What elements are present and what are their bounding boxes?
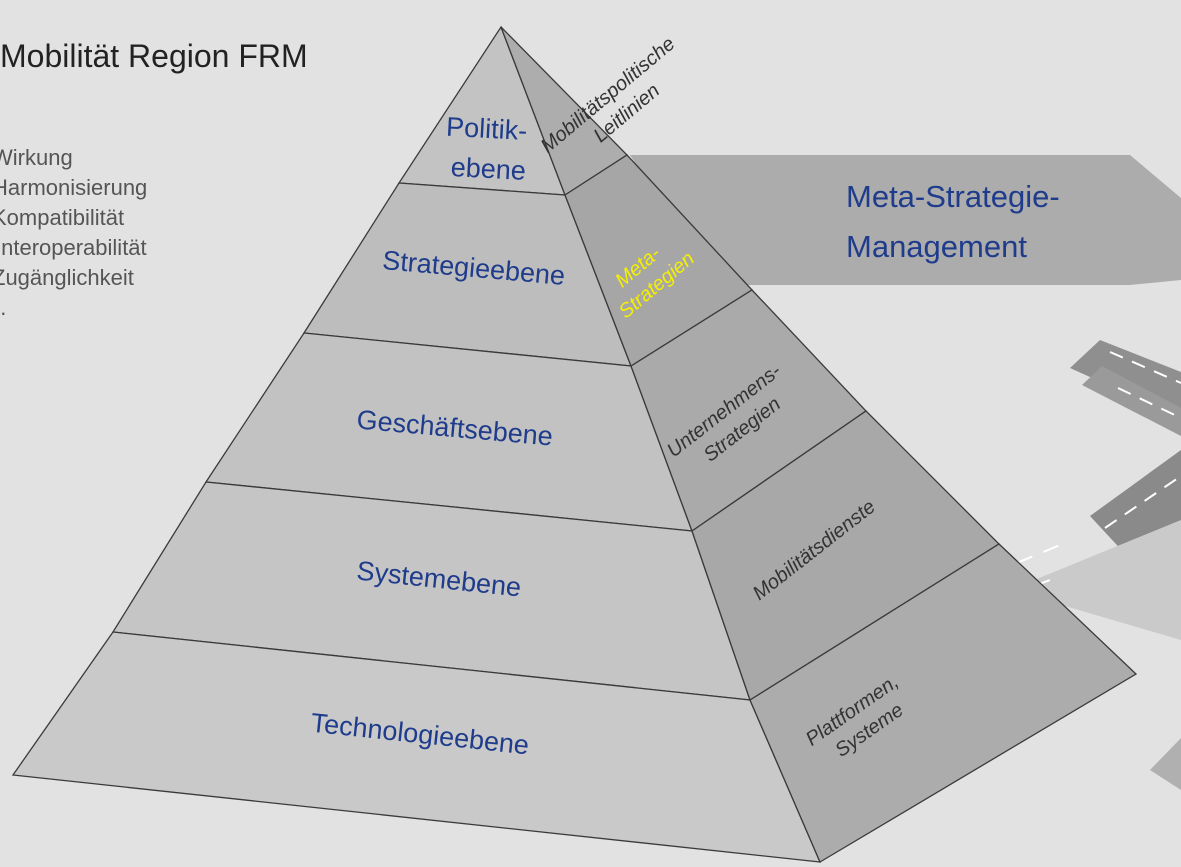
- arrow-label-line2: Management: [846, 229, 1027, 264]
- meta-strategy-arrow: [630, 155, 1181, 285]
- goal-item: ...: [0, 295, 7, 320]
- page-title: Mobilität Region FRM: [0, 38, 308, 74]
- goal-item: Zugänglichkeit: [0, 265, 134, 290]
- arrow-label: Meta-Strategie- Management: [846, 179, 1068, 264]
- pyramid-front-face: [11, 25, 822, 863]
- pyramid-side-face: [500, 26, 1138, 863]
- level-label: Politik- ebene: [443, 112, 535, 187]
- level-label-politics-line1: Politik-: [445, 112, 527, 146]
- goal-item: Wirkung: [0, 145, 73, 170]
- goal-item: Kompatibilität: [0, 205, 125, 230]
- goal-item: Interoperabilität: [0, 235, 147, 260]
- goal-list: Wirkung Harmonisierung Kompatibilität In…: [0, 143, 147, 323]
- side-platforms-systems: [749, 543, 1138, 863]
- level-label-politics-line2: ebene: [450, 152, 527, 186]
- arrow-label-line1: Meta-Strategie-: [846, 179, 1060, 214]
- goal-item: Harmonisierung: [0, 175, 148, 200]
